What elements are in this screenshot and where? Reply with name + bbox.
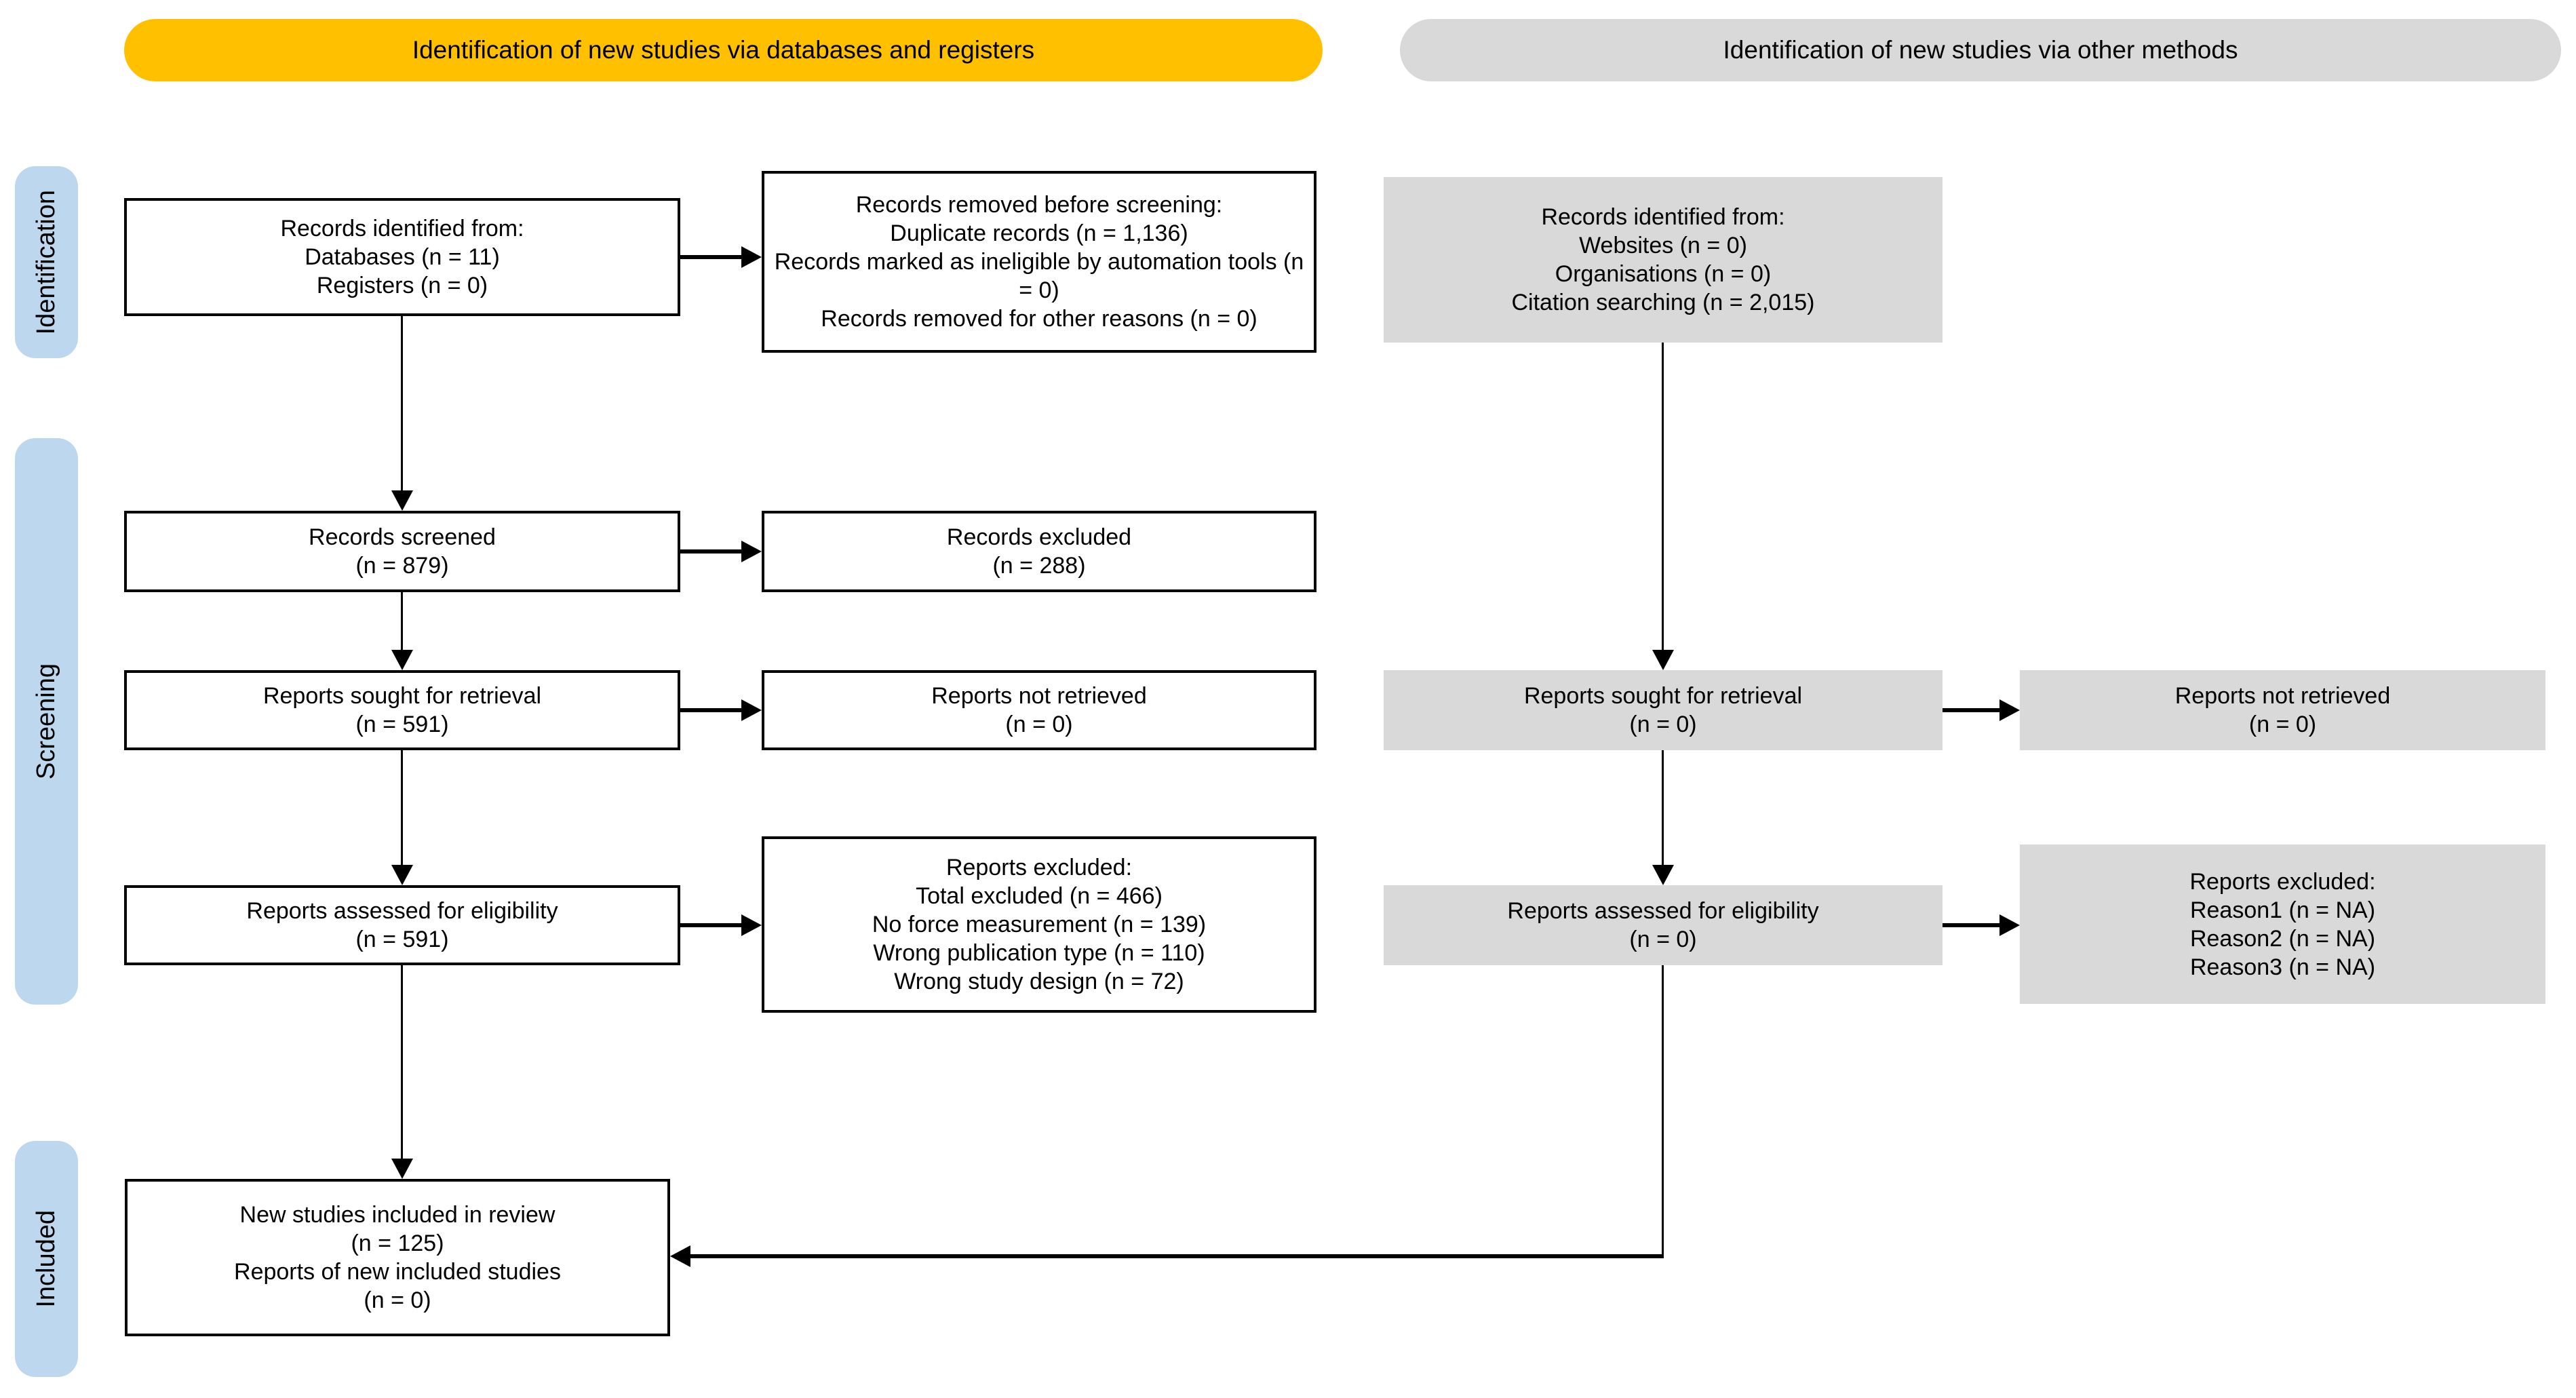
- box-line: Total excluded (n = 466): [916, 883, 1163, 909]
- connector-line: [401, 965, 403, 1175]
- box-line: Records identified from:: [280, 216, 524, 241]
- box-reports-excluded-other: Reports excluded: Reason1 (n = NA) Reaso…: [2020, 844, 2545, 1004]
- box-line: Reports sought for retrieval: [262, 683, 542, 709]
- connector-line: [680, 549, 741, 554]
- box-reports-not-retrieved-other: Reports not retrieved (n = 0): [2020, 670, 2545, 750]
- box-records-identified-databases: Records identified from: Databases (n = …: [124, 198, 680, 316]
- box-line: Wrong publication type (n = 110): [873, 940, 1205, 966]
- arrowhead-down-icon: [391, 865, 413, 885]
- connector-line: [401, 316, 403, 507]
- box-reports-excluded-databases: Reports excluded: Total excluded (n = 46…: [762, 836, 1316, 1013]
- box-reports-sought-other: Reports sought for retrieval (n = 0): [1384, 670, 1943, 750]
- box-line: Duplicate records (n = 1,136): [890, 220, 1188, 246]
- box-reports-sought-databases: Reports sought for retrieval (n = 591): [124, 670, 680, 750]
- connector-line: [401, 750, 403, 881]
- arrowhead-down-icon: [391, 650, 413, 670]
- box-line: (n = 591): [355, 712, 449, 737]
- arrowhead-down-icon: [1652, 650, 1674, 670]
- stage-identification: Identification: [15, 166, 78, 358]
- box-line: Records identified from:: [1541, 204, 1785, 230]
- box-line: Records screened: [309, 524, 496, 550]
- box-line: Organisations (n = 0): [1555, 261, 1772, 287]
- connector-line: [401, 592, 403, 666]
- banner-other-label: Identification of new studies via other …: [1723, 36, 2238, 64]
- box-reports-not-retrieved-databases: Reports not retrieved (n = 0): [762, 670, 1316, 750]
- box-line: (n = 591): [355, 927, 449, 952]
- banner-databases-registers: Identification of new studies via databa…: [124, 19, 1323, 81]
- box-line: Websites (n = 0): [1579, 233, 1747, 258]
- stage-screening-label: Screening: [32, 663, 60, 780]
- connector-line: [680, 708, 741, 712]
- box-line: Reason1 (n = NA): [2189, 897, 2376, 923]
- banner-other-methods: Identification of new studies via other …: [1400, 19, 2561, 81]
- arrowhead-left-icon: [670, 1245, 690, 1267]
- box-line: (n = 0): [1629, 927, 1697, 952]
- box-line: (n = 879): [355, 553, 449, 579]
- connector-line: [1943, 708, 1999, 712]
- box-reports-assessed-databases: Reports assessed for eligibility (n = 59…: [124, 885, 680, 965]
- box-records-screened: Records screened (n = 879): [124, 511, 680, 592]
- box-records-excluded: Records excluded (n = 288): [762, 511, 1316, 592]
- arrowhead-down-icon: [391, 1159, 413, 1179]
- connector-line: [690, 1254, 1663, 1258]
- box-records-removed-before-screening: Records removed before screening: Duplic…: [762, 171, 1316, 353]
- box-line: Reason3 (n = NA): [2189, 954, 2376, 980]
- arrowhead-right-icon: [741, 246, 762, 268]
- box-line: Reports sought for retrieval: [1523, 683, 1803, 709]
- arrowhead-down-icon: [391, 490, 413, 511]
- box-line: (n = 0): [2248, 712, 2317, 737]
- banner-databases-label: Identification of new studies via databa…: [412, 36, 1035, 64]
- arrowhead-right-icon: [1999, 914, 2020, 936]
- arrowhead-right-icon: [741, 699, 762, 721]
- box-line: (n = 288): [992, 553, 1086, 579]
- box-line: Reports not retrieved: [2174, 683, 2391, 709]
- box-line: Reports excluded:: [945, 855, 1133, 880]
- arrowhead-right-icon: [741, 914, 762, 936]
- box-line: (n = 125): [351, 1230, 444, 1256]
- connector-line: [680, 923, 741, 927]
- connector-line: [1662, 750, 1664, 881]
- connector-line: [680, 255, 741, 259]
- connector-line: [1662, 343, 1664, 666]
- box-line: (n = 0): [1629, 712, 1697, 737]
- box-line: Wrong study design (n = 72): [894, 969, 1184, 994]
- box-line: No force measurement (n = 139): [872, 912, 1207, 937]
- box-line: Registers (n = 0): [316, 273, 488, 298]
- box-line: Reports assessed for eligibility: [1507, 898, 1819, 924]
- box-new-studies-included: New studies included in review (n = 125)…: [125, 1179, 670, 1336]
- arrowhead-right-icon: [741, 541, 762, 562]
- box-line: Reports excluded:: [2189, 868, 2376, 895]
- box-line: Reason2 (n = NA): [2189, 925, 2376, 952]
- connector-line: [1662, 965, 1664, 1258]
- stage-included: Included: [15, 1141, 78, 1377]
- box-line: (n = 0): [364, 1287, 431, 1313]
- box-line: Reports not retrieved: [931, 683, 1147, 709]
- box-reports-assessed-other: Reports assessed for eligibility (n = 0): [1384, 885, 1943, 965]
- stage-identification-label: Identification: [32, 189, 60, 335]
- box-line: New studies included in review: [239, 1202, 555, 1228]
- box-line: Records excluded: [946, 524, 1132, 550]
- box-line: (n = 0): [1005, 712, 1073, 737]
- box-line: Databases (n = 11): [305, 244, 500, 270]
- arrowhead-down-icon: [1652, 865, 1674, 885]
- connector-line: [1943, 923, 1999, 927]
- stage-included-label: Included: [32, 1210, 60, 1308]
- box-line: Citation searching (n = 2,015): [1511, 290, 1815, 315]
- box-line: Records removed for other reasons (n = 0…: [821, 306, 1257, 332]
- box-line: Records removed before screening:: [855, 192, 1223, 218]
- box-line: Records marked as ineligible by automati…: [774, 249, 1304, 303]
- box-line: Reports of new included studies: [234, 1259, 561, 1285]
- arrowhead-right-icon: [1999, 699, 2020, 721]
- box-records-identified-other: Records identified from: Websites (n = 0…: [1384, 177, 1943, 343]
- box-line: Reports assessed for eligibility: [246, 898, 558, 924]
- stage-screening: Screening: [15, 438, 78, 1005]
